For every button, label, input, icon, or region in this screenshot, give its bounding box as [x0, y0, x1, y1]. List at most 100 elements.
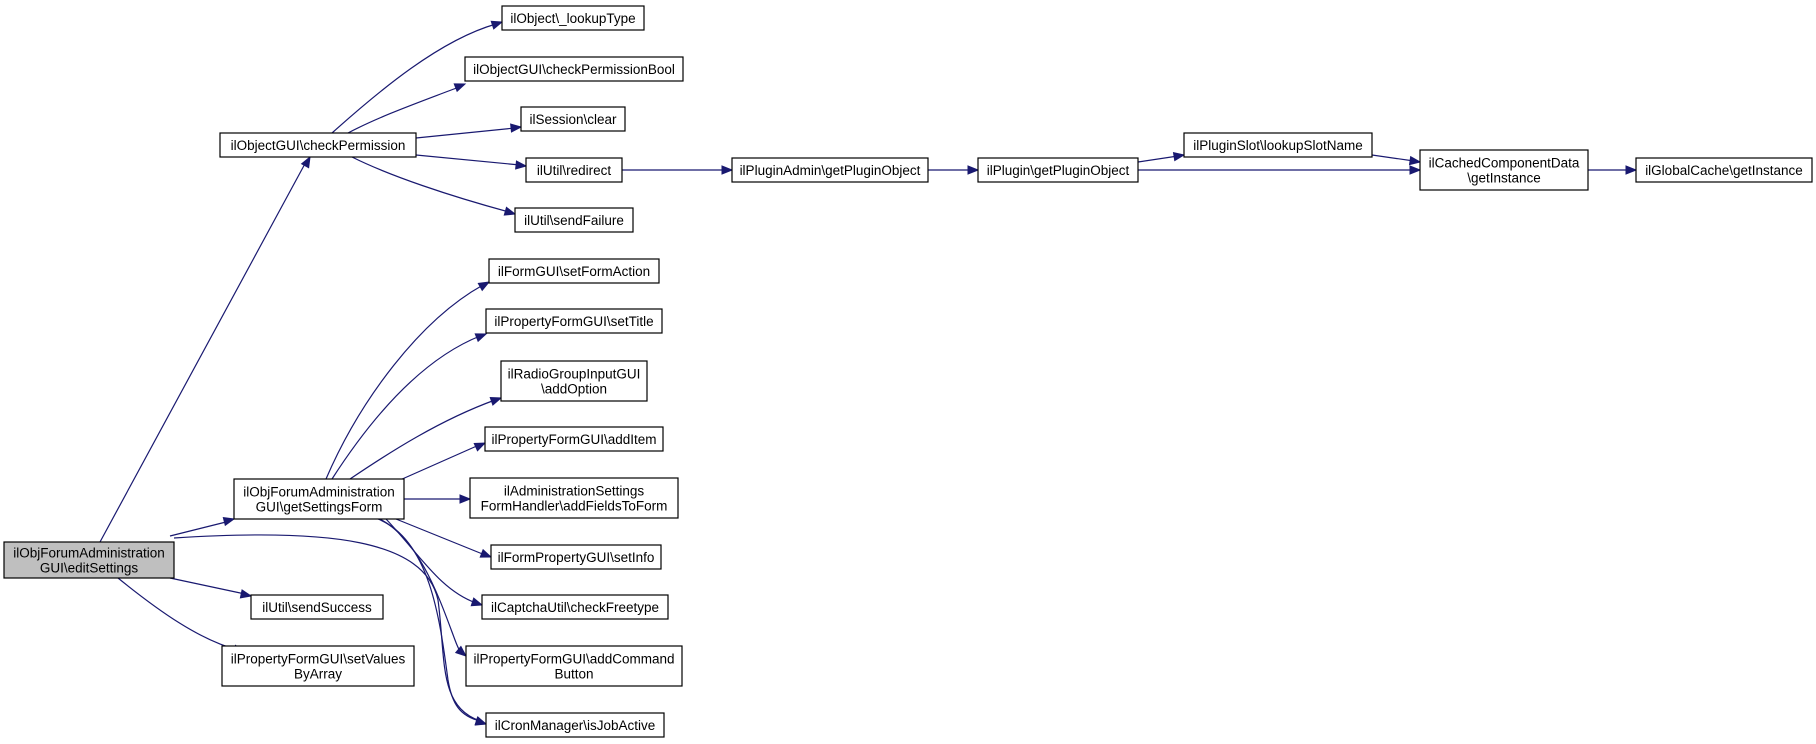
node-label: ilPlugin\getPluginObject: [987, 163, 1130, 178]
node-setFormAction[interactable]: ilFormGUI\setFormAction: [488, 258, 660, 284]
node-sendFailure[interactable]: ilUtil\sendFailure: [514, 207, 634, 233]
node-redirect[interactable]: ilUtil\redirect: [525, 157, 623, 183]
node-checkPermission[interactable]: ilObjectGUI\checkPermission: [219, 132, 417, 158]
call-nodes: ilObjForumAdministrationGUI\editSettings…: [3, 5, 1813, 738]
node-addFieldsToForm[interactable]: ilAdministrationSettingsFormHandler\addF…: [469, 477, 679, 519]
node-box: [525, 157, 623, 183]
node-pluginAdminGetPluginObject[interactable]: ilPluginAdmin\getPluginObject: [731, 157, 929, 183]
node-box: [250, 594, 384, 620]
node-box: [501, 5, 645, 31]
arrowhead-icon: [510, 123, 523, 133]
arrowhead-icon: [967, 165, 980, 175]
node-label: ilObjectGUI\checkPermissionBool: [473, 62, 675, 77]
node-box: [485, 712, 665, 738]
edge-line: [395, 518, 486, 556]
arrowhead-icon: [1625, 165, 1638, 175]
arrowhead-icon: [515, 160, 528, 170]
arrowhead-icon: [239, 589, 253, 599]
node-label: ilUtil\sendSuccess: [262, 600, 372, 615]
call-edge: [331, 20, 504, 134]
arrowhead-icon: [490, 20, 504, 30]
edge-line: [349, 399, 496, 480]
node-label: GUI\getSettingsForm: [256, 500, 383, 515]
node-box: [465, 645, 683, 687]
node-label: ilObjForumAdministration: [243, 485, 395, 500]
node-label: ilAdministrationSettings: [504, 484, 645, 499]
node-box: [514, 207, 634, 233]
call-edge: [173, 534, 488, 726]
node-sendSuccess[interactable]: ilUtil\sendSuccess: [250, 594, 384, 620]
node-sessionClear[interactable]: ilSession\clear: [520, 106, 626, 132]
node-getSettingsForm[interactable]: ilObjForumAdministrationGUI\getSettingsF…: [233, 478, 405, 520]
call-edge: [928, 165, 980, 175]
node-label: \getInstance: [1467, 171, 1541, 186]
node-checkFreetype[interactable]: ilCaptchaUtil\checkFreetype: [481, 594, 669, 620]
arrowhead-icon: [474, 716, 488, 726]
node-label: ilGlobalCache\getInstance: [1645, 163, 1803, 178]
arrowhead-icon: [1408, 155, 1422, 166]
node-label: \addOption: [541, 382, 607, 397]
arrowhead-icon: [300, 155, 311, 169]
node-box: [469, 477, 679, 519]
node-addOption[interactable]: ilRadioGroupInputGUI\addOption: [500, 360, 648, 402]
arrowhead-icon: [477, 281, 491, 292]
edge-line: [399, 444, 480, 481]
node-pluginGetPluginObject[interactable]: ilPlugin\getPluginObject: [977, 157, 1139, 183]
call-edge: [404, 494, 472, 504]
call-edge: [395, 518, 493, 558]
arrowhead-icon: [1172, 151, 1186, 162]
call-edge: [349, 396, 503, 480]
node-box: [977, 157, 1139, 183]
call-edge: [1138, 165, 1422, 175]
node-label: ilObject\_lookupType: [510, 11, 635, 26]
arrowhead-icon: [503, 206, 517, 216]
node-box: [233, 478, 405, 520]
node-label: ilRadioGroupInputGUI: [508, 367, 641, 382]
edge-line: [331, 23, 497, 134]
node-label: ilObjectGUI\checkPermission: [231, 138, 406, 153]
edge-line: [415, 154, 521, 166]
node-globalCacheGetInstance[interactable]: ilGlobalCache\getInstance: [1635, 157, 1813, 183]
node-box: [520, 106, 626, 132]
node-setTitle[interactable]: ilPropertyFormGUI\setTitle: [485, 308, 663, 334]
node-box: [464, 56, 684, 82]
node-cachedGetInstance[interactable]: ilCachedComponentData\getInstance: [1419, 149, 1589, 191]
node-box: [1183, 132, 1373, 158]
node-label: ByArray: [294, 667, 342, 682]
node-label: FormHandler\addFieldsToForm: [481, 499, 668, 514]
node-label: ilUtil\sendFailure: [524, 213, 624, 228]
node-label: ilCachedComponentData: [1429, 156, 1580, 171]
edge-line: [331, 335, 481, 480]
node-label: ilCaptchaUtil\checkFreetype: [491, 600, 659, 615]
call-edge: [169, 516, 236, 537]
edge-line: [415, 127, 516, 139]
call-edge: [377, 518, 488, 726]
node-label: ilObjForumAdministration: [13, 546, 165, 561]
node-box: [484, 426, 664, 452]
node-checkPermissionBool[interactable]: ilObjectGUI\checkPermissionBool: [464, 56, 684, 82]
node-label: ilPropertyFormGUI\addCommand: [473, 652, 674, 667]
node-box: [485, 308, 663, 334]
edge-line: [99, 159, 308, 543]
node-lookupType[interactable]: ilObject\_lookupType: [501, 5, 645, 31]
node-addItem[interactable]: ilPropertyFormGUI\addItem: [484, 426, 664, 452]
node-label: ilPropertyFormGUI\addItem: [491, 432, 656, 447]
call-edge: [99, 155, 311, 543]
arrowhead-icon: [489, 396, 503, 406]
arrowhead-icon: [721, 165, 734, 175]
call-edge: [325, 281, 491, 480]
edge-line: [379, 518, 463, 655]
call-edge: [399, 442, 487, 481]
node-isJobActive[interactable]: ilCronManager\isJobActive: [485, 712, 665, 738]
arrowhead-icon: [222, 516, 236, 527]
node-label: Button: [554, 667, 593, 682]
edge-line: [1371, 154, 1415, 162]
arrowhead-icon: [459, 494, 472, 504]
arrowhead-icon: [479, 548, 493, 558]
edge-line: [325, 284, 484, 480]
node-setInfo[interactable]: ilFormPropertyGUI\setInfo: [490, 544, 662, 570]
node-lookupSlotName[interactable]: ilPluginSlot\lookupSlotName: [1183, 132, 1373, 158]
